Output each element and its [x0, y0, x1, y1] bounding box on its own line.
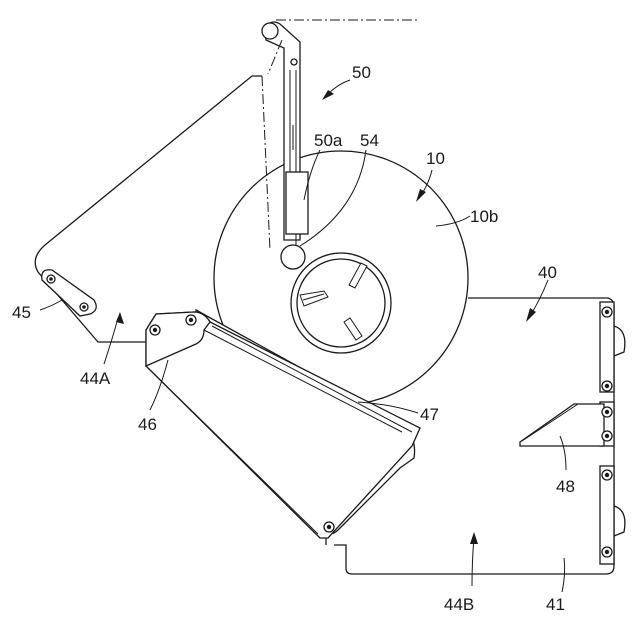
label-40: 40	[538, 263, 557, 282]
core-tooth-lower	[344, 318, 362, 340]
label-45: 45	[12, 303, 31, 322]
plate-46	[146, 312, 420, 538]
arm-50	[262, 22, 308, 269]
rail-clip-upper	[614, 326, 625, 356]
roller-54	[281, 245, 305, 269]
core-tooth-left	[300, 291, 328, 306]
label-10b: 10b	[470, 207, 498, 226]
label-48: 48	[556, 477, 575, 496]
label-44B: 44B	[444, 595, 474, 614]
label-41: 41	[546, 595, 565, 614]
arm-pivot	[262, 23, 278, 39]
label-50: 50	[352, 63, 371, 82]
label-10: 10	[426, 149, 445, 168]
label-50a: 50a	[314, 131, 343, 150]
cutter-48	[520, 404, 604, 446]
arm-slider-50a	[286, 172, 308, 234]
dash-line-a	[262, 76, 270, 250]
core-tooth-upper	[349, 263, 367, 288]
label-46: 46	[138, 415, 157, 434]
label-47: 47	[420, 405, 439, 424]
dash-line-b	[268, 40, 282, 74]
label-44A: 44A	[80, 369, 111, 388]
label-54: 54	[360, 131, 379, 150]
rail-clip-lower	[614, 506, 625, 536]
